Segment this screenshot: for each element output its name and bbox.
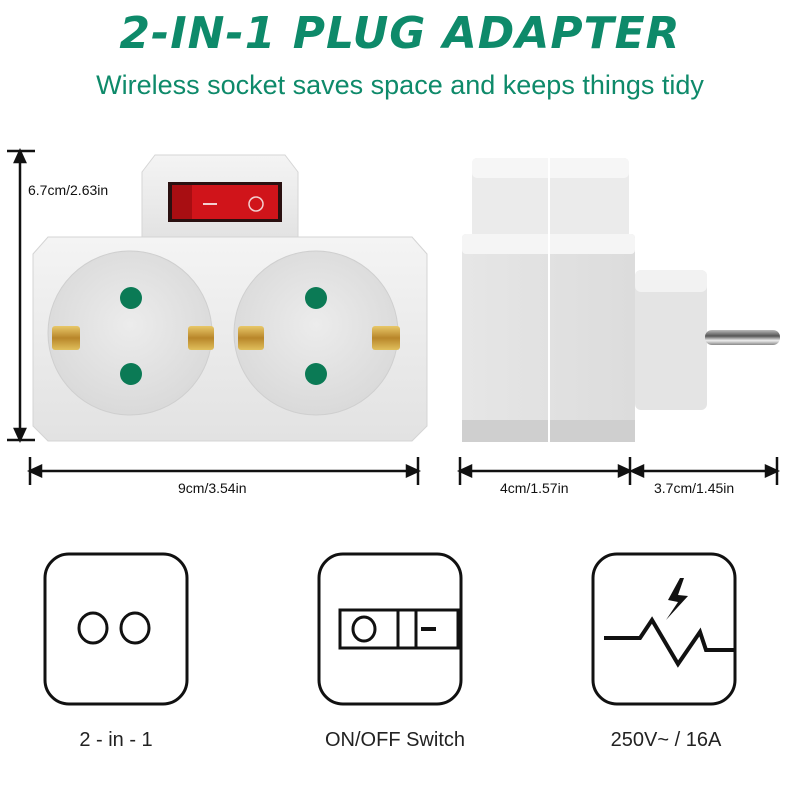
plug-length-label: 3.7cm/1.45in <box>654 480 735 496</box>
voltage-spike-icon <box>591 552 737 706</box>
adapter-front-view <box>7 147 428 485</box>
adapter-side-view <box>456 158 781 485</box>
feature-label-2in1: 2 - in - 1 <box>79 729 153 751</box>
rocker-switch-icon <box>317 552 463 706</box>
page-title: 2-IN-1 PLUG ADAPTER <box>119 8 681 59</box>
feature-label-rating: 250V~ / 16A <box>610 729 722 751</box>
dual-socket-icon <box>43 552 189 706</box>
height-label: 6.7cm/2.63in <box>28 182 109 198</box>
socket-right <box>233 250 400 416</box>
depth-label: 4cm/1.57in <box>500 480 569 496</box>
socket-left <box>47 250 214 416</box>
feature-label-switch: ON/OFF Switch <box>324 729 465 751</box>
rocker-switch <box>168 182 282 222</box>
height-dimension-line <box>7 147 35 444</box>
width-dimension-line <box>26 457 422 485</box>
plug-length-dimension-line <box>628 457 781 485</box>
width-label: 9cm/3.54in <box>178 480 247 496</box>
page-subtitle: Wireless socket saves space and keeps th… <box>96 70 704 100</box>
